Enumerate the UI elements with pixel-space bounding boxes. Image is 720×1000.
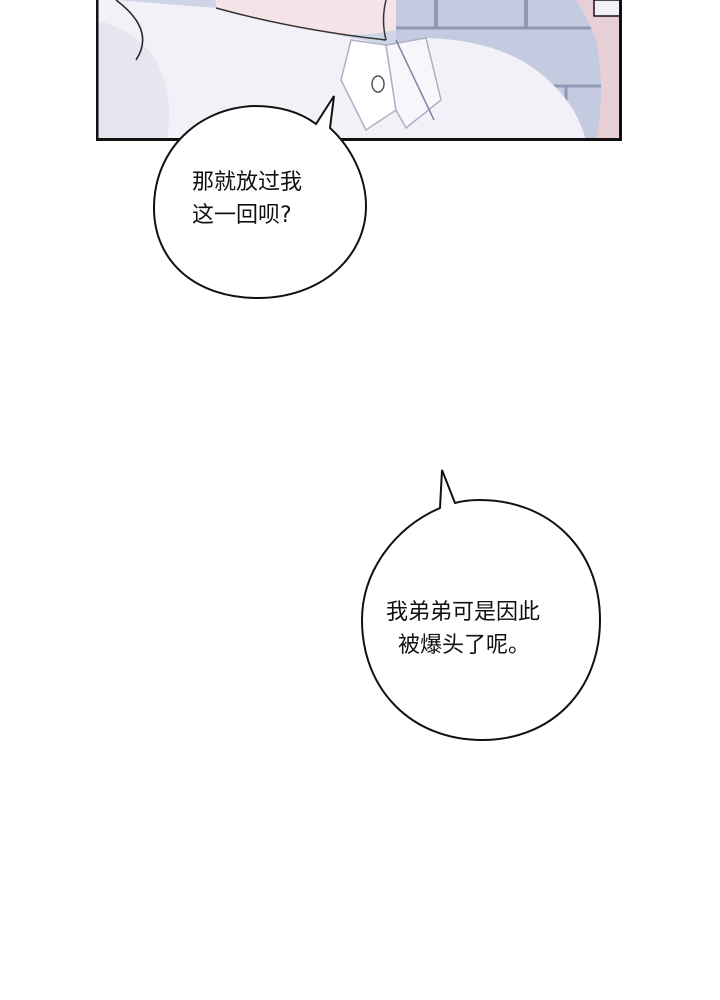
shirt	[96, 0, 586, 141]
speech-bubble-1	[152, 95, 368, 300]
neck-skin	[216, 0, 396, 35]
bubble-line: 被爆头了呢。	[398, 633, 531, 658]
shirt-outline	[115, 0, 144, 61]
shirt-collar	[340, 39, 397, 132]
neck-outline	[215, 7, 387, 41]
right-figure	[576, 0, 622, 141]
bubble-line: 我弟弟可是因此	[386, 600, 541, 625]
panel-illustration	[96, 0, 622, 141]
speech-bubble-2-text: 我弟弟可是因此 被爆头了呢。	[386, 596, 540, 662]
comic-panel	[96, 0, 622, 141]
bubble-line: 那就放过我	[192, 170, 303, 195]
shirt-button	[371, 75, 385, 93]
neck-outline	[382, 0, 387, 41]
bubble-line: 这一回呗?	[192, 203, 292, 228]
panel-border	[96, 0, 622, 141]
right-figure-cuff	[593, 0, 622, 17]
shirt-shadow	[96, 20, 170, 141]
collar-fold	[395, 39, 435, 121]
speech-bubble-1-text: 那就放过我 这一回呗?	[192, 166, 302, 232]
speech-bubble-2	[360, 469, 602, 742]
